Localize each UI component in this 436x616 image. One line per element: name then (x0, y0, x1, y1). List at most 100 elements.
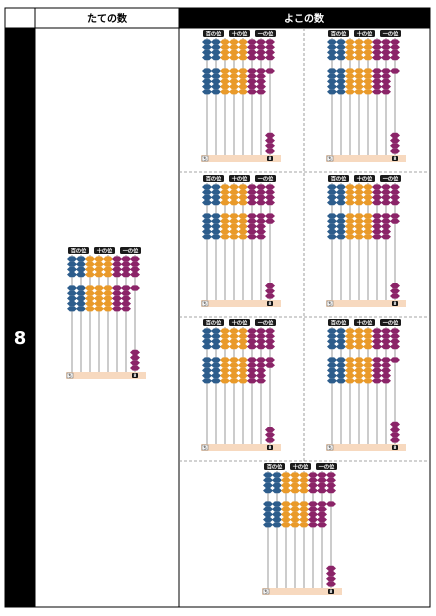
abacus-bead (103, 301, 113, 307)
abacus-bead (336, 234, 346, 240)
abacus-bead (390, 293, 400, 299)
abacus-bead (202, 78, 212, 84)
abacus-bead (220, 378, 230, 384)
abacus-bead (354, 49, 364, 55)
abacus-bead (299, 488, 309, 494)
abacus-bead (256, 373, 266, 379)
abacus-bead (256, 84, 266, 90)
abacus-bead (372, 373, 382, 379)
abacus-bead (272, 522, 282, 528)
abacus-bead (363, 55, 373, 61)
abacus-bead (327, 373, 337, 379)
abacus-bead (308, 517, 318, 523)
corner-icon: ち (68, 372, 72, 378)
abacus-bead (345, 78, 355, 84)
abacus-bead (372, 218, 382, 224)
abacus-bead (85, 256, 95, 262)
place-label: 一の位 (258, 30, 274, 38)
abacus-bead (229, 84, 239, 90)
abacus-bead (299, 501, 309, 507)
place-label: 百の位 (71, 247, 87, 255)
abacus-bead (211, 344, 221, 350)
place-label: 一の位 (123, 247, 139, 255)
abacus-bead (354, 78, 364, 84)
abacus-bead (112, 301, 122, 307)
abacus-bead (345, 194, 355, 200)
abacus-bead (317, 522, 327, 528)
abacus-bead (256, 357, 266, 363)
corner-icon: ち (328, 155, 332, 161)
abacus-bead (336, 68, 346, 74)
abacus-bead (354, 39, 364, 45)
abacus-bead (247, 378, 257, 384)
abacus-bead (256, 362, 266, 368)
abacus-bead (238, 84, 248, 90)
abacus-bead (229, 223, 239, 229)
abacus-bead (326, 482, 336, 488)
abacus-bead (327, 200, 337, 206)
abacus-bead (229, 367, 239, 373)
abacus-bead (345, 357, 355, 363)
abacus-bead (363, 333, 373, 339)
place-label-bg (203, 30, 224, 37)
abacus-bead (67, 256, 77, 262)
abacus-bead (247, 55, 257, 61)
dot-value: 8 (269, 301, 272, 306)
place-label: 十の位 (357, 175, 373, 183)
place-label-bg (316, 463, 337, 470)
place-label-bg (68, 247, 89, 254)
abacus-bead (381, 200, 391, 206)
corner-icon-box (66, 372, 74, 379)
abacus-bead (290, 488, 300, 494)
abacus-bead (281, 522, 291, 528)
abacus-bead (220, 84, 230, 90)
abacus-bead (229, 213, 239, 219)
abacus-bead (247, 218, 257, 224)
abacus-bead (363, 338, 373, 344)
abacus-bead (326, 571, 336, 577)
abacus-bead (256, 55, 266, 61)
abacus-bead (327, 73, 337, 79)
abacus-bead (211, 84, 221, 90)
abacus-bead (317, 482, 327, 488)
abacus-bead (326, 565, 336, 571)
abacus-bead (247, 213, 257, 219)
abacus-bead (94, 306, 104, 312)
dot-badge (267, 156, 273, 161)
abacus-bead (390, 333, 400, 339)
corner-icon-box (201, 155, 209, 162)
abacus-bead (354, 189, 364, 195)
abacus-bead (263, 506, 273, 512)
abacus-bead (76, 301, 86, 307)
abacus-bead (238, 234, 248, 240)
corner-icon: ち (203, 155, 207, 161)
abacus-bead (220, 362, 230, 368)
abacus-bead (265, 344, 275, 350)
abacus-bead (263, 477, 273, 483)
abacus-bead (327, 234, 337, 240)
abacus-bead (238, 194, 248, 200)
abacus-bead (256, 333, 266, 339)
abacus-bead (290, 477, 300, 483)
abacus-bead (299, 517, 309, 523)
abacus-bead (390, 138, 400, 144)
abacus-bead (372, 328, 382, 334)
place-label-bg (328, 175, 349, 182)
abacus-bead (103, 306, 113, 312)
abacus-bead (76, 266, 86, 272)
abacus-bead (256, 189, 266, 195)
abacus-bead (229, 218, 239, 224)
abacus-bead (372, 89, 382, 95)
abacus-bead (103, 295, 113, 301)
corner-icon: ち (264, 588, 268, 594)
abacus-bead (390, 189, 400, 195)
abacus-bead (229, 89, 239, 95)
abacus-bead (336, 78, 346, 84)
abacus-bead (299, 472, 309, 478)
abacus-bead (363, 373, 373, 379)
abacus-bead (220, 373, 230, 379)
abacus-bead (390, 421, 400, 427)
